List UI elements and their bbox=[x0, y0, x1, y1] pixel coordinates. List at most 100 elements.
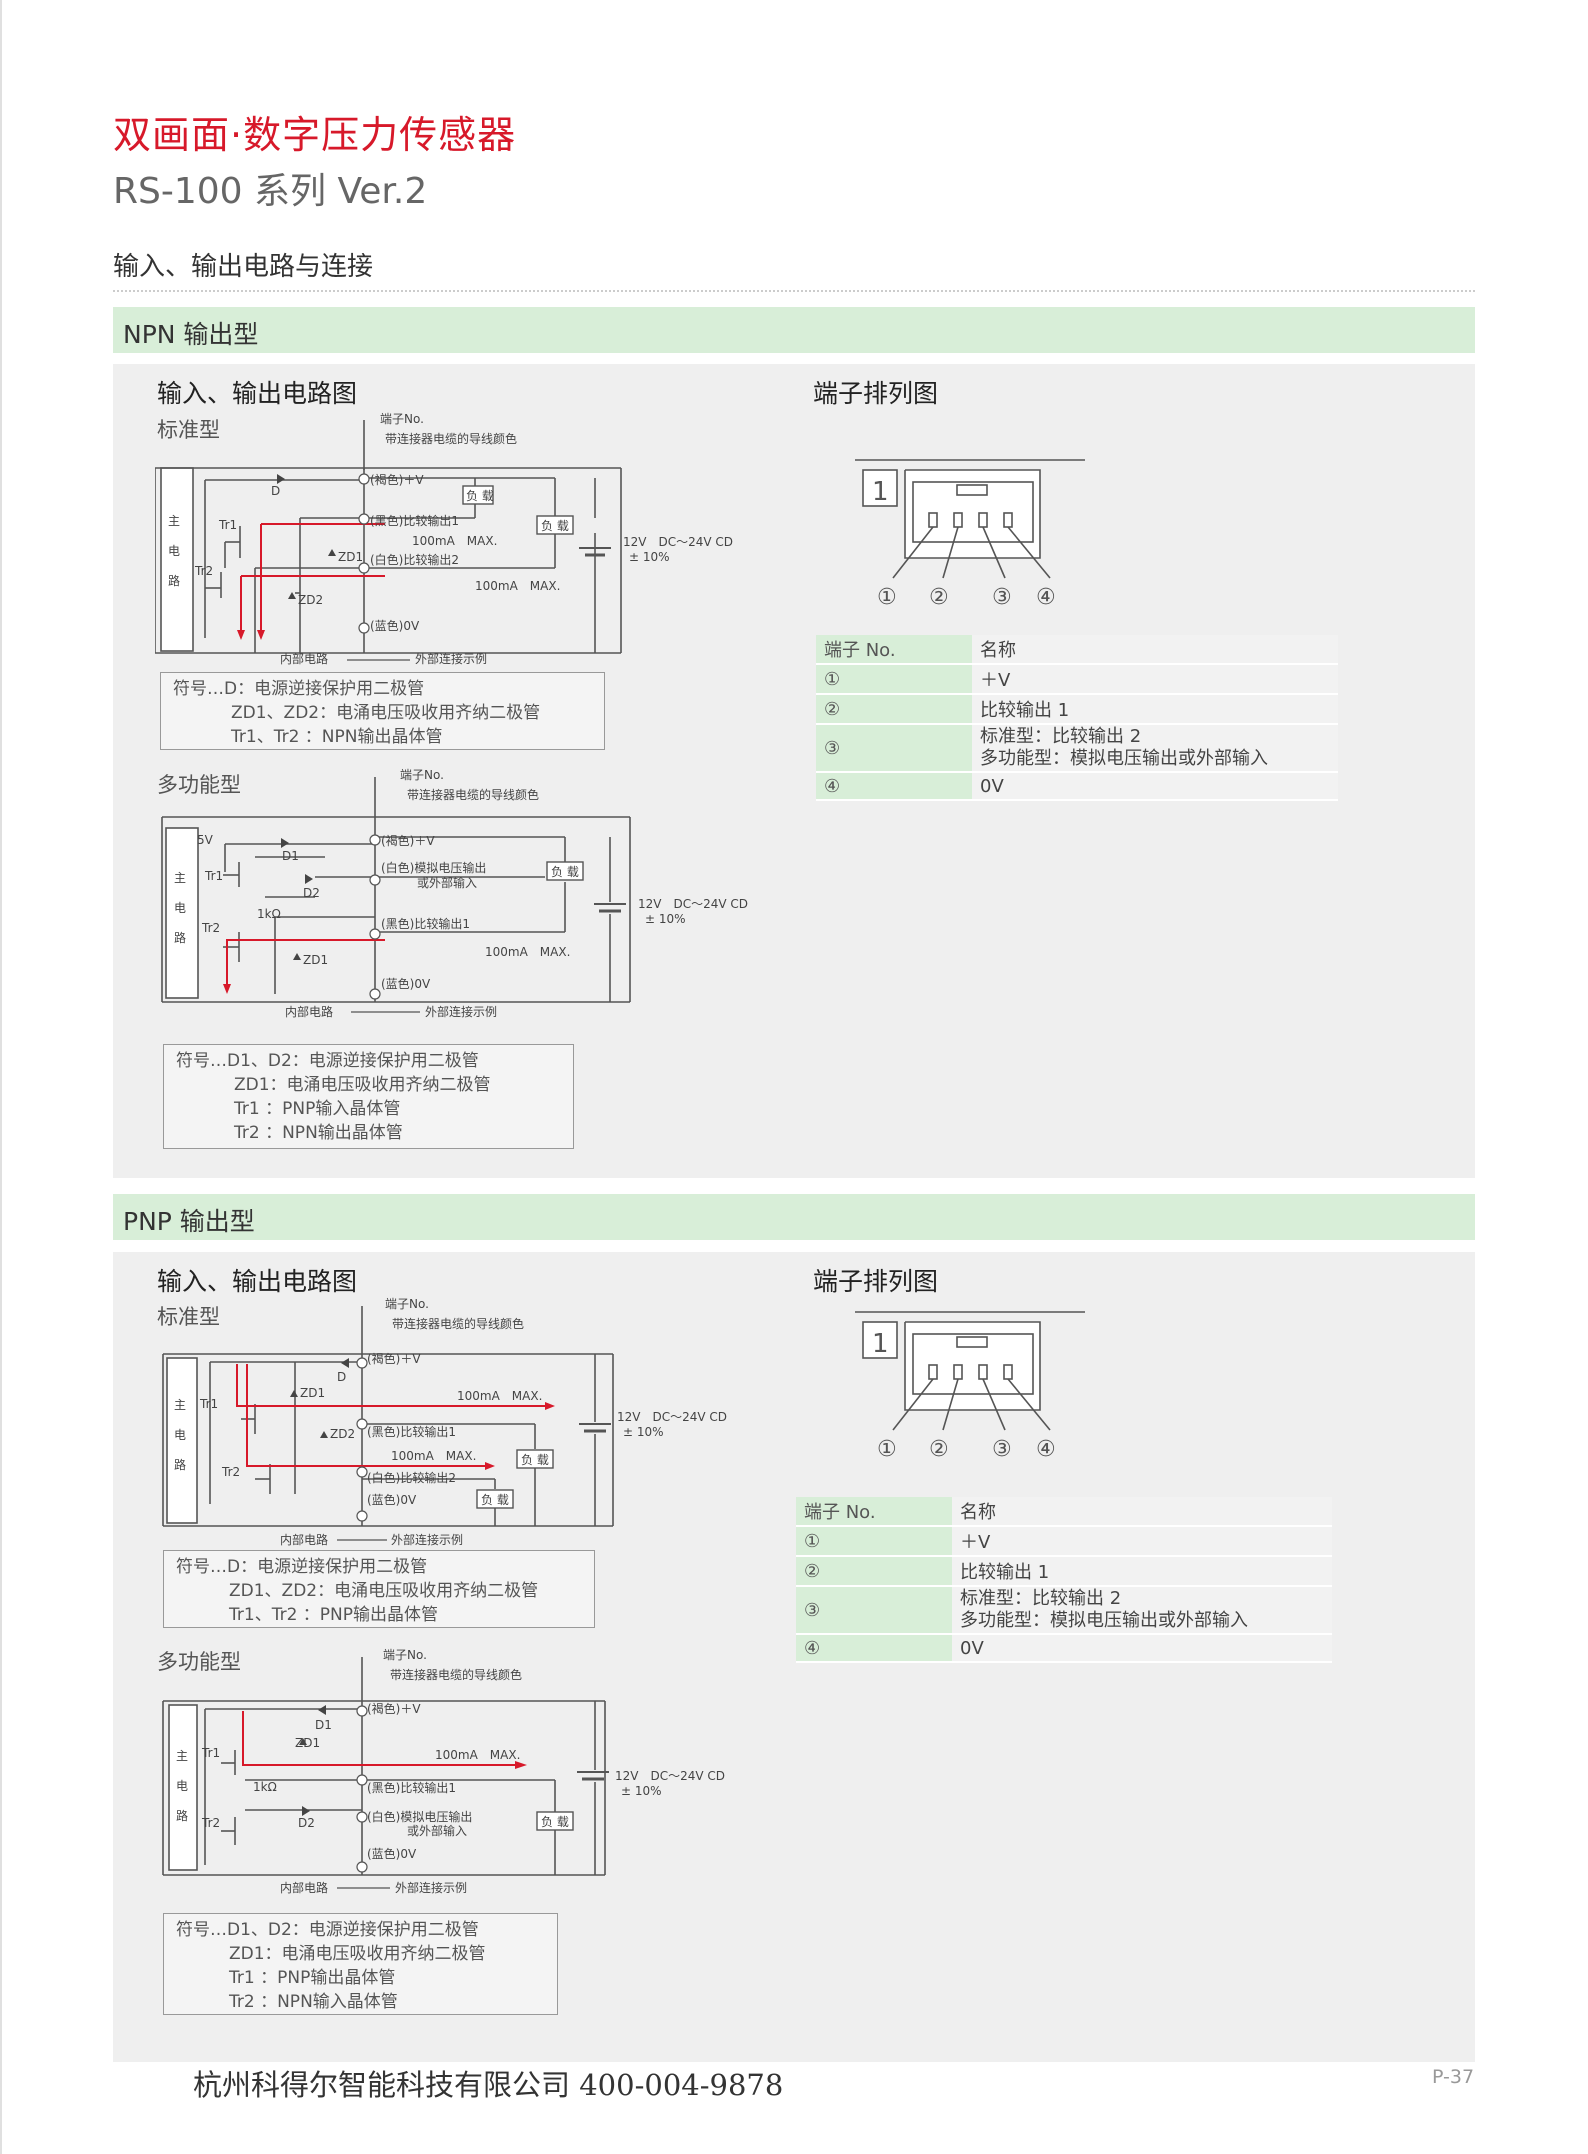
npn-band-label: NPN 输出型 bbox=[123, 320, 259, 349]
pnp-multi-legend: 符号…D1、D2：电源逆接保护用二极管 ZD1：电涌电压吸收用齐纳二极管 Tr1… bbox=[163, 1913, 558, 2015]
npn-std-external: 外部连接示例 bbox=[415, 651, 487, 666]
pnp-std-tr2: Tr2 bbox=[221, 1465, 240, 1479]
npn-standard-circuit: 端子No. 带连接器电缆的导线颜色 (褐色)＋V (黑色)比较输出1 (白色)比… bbox=[155, 412, 733, 666]
pnp-multi-main-3: 路 bbox=[176, 1808, 188, 1823]
pnp-std-zd1: ZD1 bbox=[300, 1386, 325, 1400]
pnp-multi-zd1: ZD1 bbox=[295, 1736, 320, 1750]
pnp-std-current2: 100mA MAX. bbox=[391, 1449, 476, 1463]
pnp-table-r1-no: ① bbox=[796, 1526, 952, 1557]
footer-company: 杭州科得尔智能科技有限公司 400-004-9878 bbox=[193, 2068, 784, 2102]
pnp-std-terminal-no: 端子No. bbox=[385, 1297, 429, 1311]
npn-terminal-title: 端子排列图 bbox=[813, 379, 939, 408]
pnp-std-legend-1: 符号…D：电源逆接保护用二极管 bbox=[176, 1557, 428, 1577]
npn-std-current2: 100mA MAX. bbox=[475, 579, 560, 593]
pnp-std-legend: 符号…D：电源逆接保护用二极管 ZD1、ZD2：电涌电压吸收用齐纳二极管 Tr1… bbox=[163, 1550, 595, 1628]
pnp-std-pin4: (蓝色)0V bbox=[367, 1493, 417, 1507]
pnp-band: PNP 输出型 bbox=[113, 1194, 1475, 1240]
pnp-multi-tolerance: ± 10% bbox=[621, 1784, 662, 1798]
npn-multi-external: 外部连接示例 bbox=[425, 1004, 497, 1019]
npn-pin-2: ② bbox=[929, 585, 949, 610]
pnp-multi-pin3a: (白色)模拟电压输出 bbox=[367, 1809, 472, 1824]
pnp-connector-diagram: 1 ① ② ③ ④ bbox=[855, 1311, 1085, 1462]
pnp-multi-r: 1kΩ bbox=[253, 1780, 277, 1794]
npn-multi-pin1: (褐色)＋V bbox=[381, 833, 435, 848]
npn-multi-main-1: 主 bbox=[174, 871, 186, 885]
npn-table-r2-name: 比较输出 1 bbox=[972, 694, 1338, 725]
npn-std-legend-2: ZD1、ZD2：电涌电压吸收用齐纳二极管 bbox=[231, 703, 541, 723]
npn-pin-3: ③ bbox=[992, 585, 1012, 610]
pnp-std-pin3: (白色)比较输出2 bbox=[367, 1470, 456, 1485]
npn-std-supply: 12V DC～24V CD bbox=[623, 535, 733, 549]
pnp-table-r2-no: ② bbox=[796, 1556, 952, 1587]
pnp-multi-d2: D2 bbox=[298, 1816, 315, 1830]
npn-std-d: D bbox=[271, 484, 280, 498]
npn-multi-load: 负 载 bbox=[551, 865, 579, 879]
npn-std-main-2: 电 bbox=[168, 544, 180, 558]
pnp-terminal-title: 端子排列图 bbox=[813, 1267, 939, 1296]
pnp-standard-label: 标准型 bbox=[157, 1305, 220, 1329]
npn-multi-pin3a: (白色)模拟电压输出 bbox=[381, 860, 486, 875]
npn-multi-tr1: Tr1 bbox=[204, 869, 223, 883]
page-title: 双画面·数字压力传感器 bbox=[113, 113, 517, 157]
npn-std-pin3: (白色)比较输出2 bbox=[370, 552, 459, 567]
pnp-std-supply: 12V DC～24V CD bbox=[617, 1410, 727, 1424]
npn-std-legend: 符号…D：电源逆接保护用二极管 ZD1、ZD2：电涌电压吸收用齐纳二极管 Tr1… bbox=[160, 672, 605, 750]
npn-std-pin2: (黑色)比较输出1 bbox=[370, 513, 459, 528]
pnp-std-current1: 100mA MAX. bbox=[457, 1389, 542, 1403]
divider bbox=[113, 290, 1475, 292]
npn-table-r3-name: 标准型：比较输出 2 bbox=[980, 726, 1142, 747]
npn-multi-pin3b: 或外部输入 bbox=[417, 875, 477, 890]
npn-multi-legend-1: 符号…D1、D2：电源逆接保护用二极管 bbox=[176, 1051, 479, 1071]
npn-std-zd2: ZD2 bbox=[298, 593, 323, 607]
npn-multi-terminal-no: 端子No. bbox=[400, 768, 444, 782]
npn-multi-legend-4: Tr2 ：NPN输出晶体管 bbox=[234, 1123, 403, 1143]
pnp-std-wire-color: 带连接器电缆的导线颜色 bbox=[392, 1316, 524, 1331]
pnp-multi-external: 外部连接示例 bbox=[395, 1880, 467, 1895]
pnp-multi-pin3b: 或外部输入 bbox=[407, 1823, 467, 1838]
pnp-multi-wire-color: 带连接器电缆的导线颜色 bbox=[390, 1667, 522, 1682]
pnp-multi-pin1: (褐色)＋V bbox=[367, 1701, 421, 1716]
npn-circuit-title: 输入、输出电路图 bbox=[157, 379, 358, 408]
npn-multi-circuit: 端子No. 带连接器电缆的导线颜色 (褐色)＋V (白色)模拟电压输出 或外部输… bbox=[161, 768, 748, 1019]
pnp-table-r3-no: ③ bbox=[796, 1586, 952, 1635]
npn-std-main-3: 路 bbox=[168, 573, 180, 588]
npn-std-legend-1: 符号…D：电源逆接保护用二极管 bbox=[173, 679, 425, 699]
pnp-table-r1-name: ＋V bbox=[952, 1526, 1332, 1557]
pnp-std-main-2: 电 bbox=[174, 1428, 186, 1442]
npn-multi-main-3: 路 bbox=[174, 930, 186, 945]
npn-std-current1: 100mA MAX. bbox=[412, 534, 497, 548]
pnp-std-load1: 负 载 bbox=[521, 1453, 549, 1467]
pnp-table-r4-name: 0V bbox=[952, 1634, 1332, 1663]
pnp-table-r4-no: ④ bbox=[796, 1634, 952, 1663]
pnp-table-r2-name: 比较输出 1 bbox=[952, 1556, 1332, 1587]
pnp-table-r3-name2: 多功能型：模拟电压输出或外部输入 bbox=[960, 1610, 1248, 1631]
pnp-std-external: 外部连接示例 bbox=[391, 1532, 463, 1547]
npn-band: NPN 输出型 bbox=[113, 307, 1475, 353]
npn-table-r3-name2: 多功能型：模拟电压输出或外部输入 bbox=[980, 748, 1268, 769]
pnp-multi-pin4: (蓝色)0V bbox=[367, 1847, 417, 1861]
pnp-pin-4: ④ bbox=[1036, 1437, 1056, 1462]
npn-std-zd1: ZD1 bbox=[338, 550, 363, 564]
npn-multi-tr2: Tr2 bbox=[201, 921, 220, 935]
pnp-multi-legend-1: 符号…D1、D2：电源逆接保护用二极管 bbox=[176, 1920, 479, 1940]
npn-std-main-1: 主 bbox=[168, 514, 180, 528]
pnp-multi-load: 负 载 bbox=[541, 1815, 569, 1829]
pnp-table-h1: 端子 No. bbox=[796, 1497, 952, 1527]
pnp-std-zd2: ZD2 bbox=[330, 1427, 355, 1441]
pnp-std-load2: 负 载 bbox=[481, 1493, 509, 1507]
npn-std-internal: 内部电路 bbox=[280, 651, 328, 666]
npn-multi-internal: 内部电路 bbox=[285, 1004, 333, 1019]
npn-std-tolerance: ± 10% bbox=[629, 550, 670, 564]
npn-table-r4-no: ④ bbox=[816, 772, 972, 801]
npn-table-r3-no: ③ bbox=[816, 724, 972, 773]
pnp-multi-supply: 12V DC～24V CD bbox=[615, 1769, 725, 1783]
pnp-std-pin2: (黑色)比较输出1 bbox=[367, 1424, 456, 1439]
pnp-std-main-3: 路 bbox=[174, 1457, 186, 1472]
npn-multi-legend: 符号…D1、D2：电源逆接保护用二极管 ZD1：电涌电压吸收用齐纳二极管 Tr1… bbox=[163, 1044, 574, 1149]
pnp-std-pin1: (褐色)＋V bbox=[367, 1351, 421, 1366]
npn-multi-wire-color: 带连接器电缆的导线颜色 bbox=[407, 787, 539, 802]
npn-multi-d2: D2 bbox=[303, 886, 320, 900]
pnp-std-tolerance: ± 10% bbox=[623, 1425, 664, 1439]
npn-pin-1: ① bbox=[877, 585, 897, 610]
